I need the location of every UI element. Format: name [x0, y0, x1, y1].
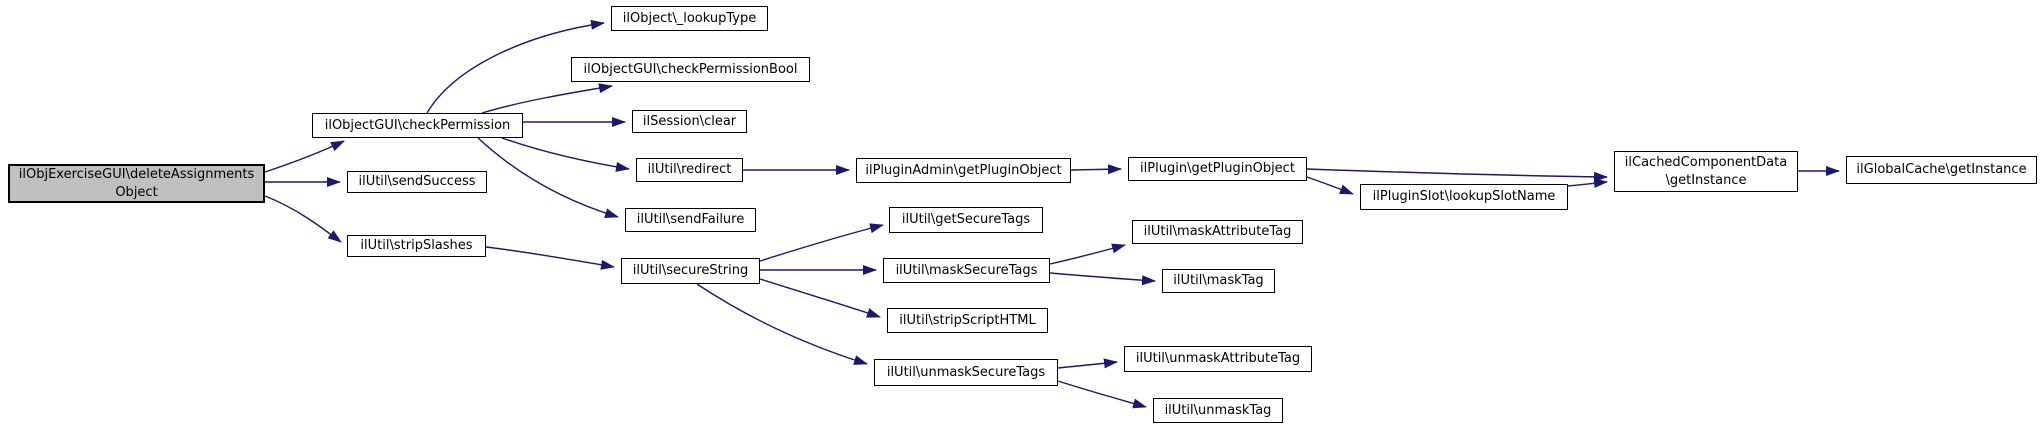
edge-secure-string--get-secure-tags — [759, 223, 884, 262]
node-label-line: \getInstance — [1665, 172, 1747, 188]
node-label-line: ilObjExerciseGUI\deleteAssignments — [18, 166, 255, 182]
edge-unmask-secure-tags--unmask-attribute-tag — [1057, 358, 1118, 369]
node-label-line: ilObject\_lookupType — [622, 10, 757, 26]
node-check-permission[interactable]: ilObjectGUI\checkPermission — [312, 113, 523, 138]
edge-check-permission--redirect — [501, 137, 630, 172]
node-label-line: ilUtil\sendFailure — [636, 212, 745, 228]
node-strip-slashes[interactable]: ilUtil\stripSlashes — [347, 235, 486, 257]
node-label-line: ilUtil\maskTag — [1173, 273, 1264, 289]
edge-secure-string--unmask-secure-tags — [696, 283, 868, 365]
edge-unmask-secure-tags--unmask-tag — [1057, 380, 1147, 409]
edge-check-permission--check-permission-bool — [481, 83, 613, 114]
node-label-line: ilGlobalCache\getInstance — [1856, 162, 2027, 178]
edge-plugin-get-plugin-object--lookup-slot-name — [1306, 176, 1354, 195]
edge-plugin-admin-get-plugin-object--plugin-get-plugin-object — [1070, 164, 1122, 175]
node-label-line: ilUtil\stripSlashes — [360, 238, 473, 254]
edges-group — [264, 19, 1840, 409]
node-label-line: ilUtil\unmaskSecureTags — [886, 364, 1046, 380]
edge-check-permission--send-failure — [477, 137, 619, 219]
node-label-line: ilPluginSlot\lookupSlotName — [1372, 189, 1556, 205]
node-label-line: ilPluginAdmin\getPluginObject — [865, 162, 1062, 178]
node-global-cache-get-instance[interactable]: ilGlobalCache\getInstance — [1846, 156, 2037, 184]
node-check-permission-bool[interactable]: ilObjectGUI\checkPermissionBool — [571, 57, 810, 82]
edge-delete-assignments-object--check-permission — [264, 140, 345, 173]
node-label-line: ilSession\clear — [642, 113, 737, 129]
node-lookup-slot-name[interactable]: ilPluginSlot\lookupSlotName — [1360, 184, 1568, 210]
edge-strip-slashes--secure-string — [485, 246, 615, 270]
node-secure-string[interactable]: ilUtil\secureString — [621, 258, 760, 284]
node-plugin-get-plugin-object[interactable]: ilPlugin\getPluginObject — [1128, 157, 1307, 181]
node-label-line: ilUtil\unmaskAttributeTag — [1135, 351, 1301, 367]
edge-plugin-get-plugin-object--cached-component-data-get-instance — [1306, 168, 1608, 182]
node-strip-script-h-t-m-l[interactable]: ilUtil\stripScriptHTML — [887, 308, 1048, 333]
node-mask-attribute-tag[interactable]: ilUtil\maskAttributeTag — [1132, 220, 1303, 244]
node-plugin-admin-get-plugin-object[interactable]: ilPluginAdmin\getPluginObject — [856, 158, 1071, 183]
edge-mask-secure-tags--mask-tag — [1049, 272, 1156, 286]
node-lookup-type[interactable]: ilObject\_lookupType — [611, 6, 768, 31]
edge-mask-secure-tags--mask-attribute-tag — [1049, 243, 1126, 265]
node-label-line: ilUtil\getSecureTags — [901, 212, 1031, 228]
node-send-failure[interactable]: ilUtil\sendFailure — [625, 208, 756, 232]
node-unmask-secure-tags[interactable]: ilUtil\unmaskSecureTags — [874, 359, 1058, 386]
node-label-line: ilObjectGUI\checkPermissionBool — [583, 61, 798, 77]
node-label-line: ilUtil\stripScriptHTML — [899, 312, 1036, 328]
node-label-line: ilObjectGUI\checkPermission — [324, 117, 511, 133]
edge-delete-assignments-object--strip-slashes — [264, 195, 342, 243]
node-unmask-tag[interactable]: ilUtil\unmaskTag — [1153, 398, 1283, 423]
node-mask-tag[interactable]: ilUtil\maskTag — [1162, 269, 1275, 293]
node-send-success[interactable]: ilUtil\sendSuccess — [347, 171, 487, 193]
node-label-line: ilPlugin\getPluginObject — [1140, 161, 1295, 177]
node-label-line: ilUtil\unmaskTag — [1164, 402, 1272, 418]
edge-secure-string--strip-script-h-t-m-l — [759, 278, 881, 318]
node-cached-component-data-get-instance[interactable]: ilCachedComponentData \getInstance — [1614, 151, 1798, 192]
node-label-line: ilUtil\maskSecureTags — [895, 262, 1038, 278]
node-label-line: ilCachedComponentData — [1624, 154, 1788, 170]
node-label-line: ilUtil\redirect — [647, 162, 732, 178]
node-session-clear[interactable]: ilSession\clear — [632, 110, 747, 133]
node-get-secure-tags[interactable]: ilUtil\getSecureTags — [889, 207, 1043, 233]
node-unmask-attribute-tag[interactable]: ilUtil\unmaskAttributeTag — [1124, 346, 1312, 372]
edge-lookup-slot-name--cached-component-data-get-instance — [1567, 178, 1608, 189]
node-label-line: ilUtil\sendSuccess — [358, 174, 476, 190]
node-label-line: ilUtil\secureString — [632, 263, 749, 279]
node-redirect[interactable]: ilUtil\redirect — [636, 158, 743, 182]
node-label-line: ilUtil\maskAttributeTag — [1143, 224, 1292, 240]
node-mask-secure-tags[interactable]: ilUtil\maskSecureTags — [883, 258, 1050, 283]
node-label-line: Object — [115, 184, 158, 200]
